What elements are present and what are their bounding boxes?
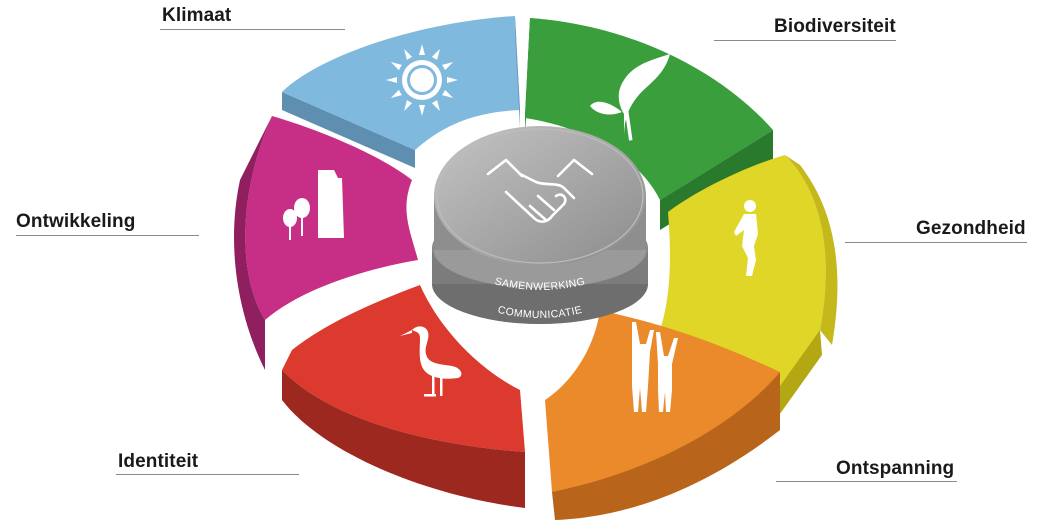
label-klimaat: Klimaat: [162, 5, 232, 26]
segment-identiteit: [282, 285, 525, 508]
rule-ontwikkeling: [16, 235, 199, 236]
rule-biodiversiteit: [714, 40, 896, 41]
label-identiteit: Identiteit: [118, 451, 199, 472]
label-biodiversiteit: Biodiversiteit: [774, 16, 896, 37]
samenwerking-label: SAMENWERKING: [494, 275, 587, 293]
sun-icon: [386, 44, 458, 116]
label-ontspanning: Ontspanning: [836, 458, 955, 479]
segment-klimaat: [282, 16, 520, 168]
leaf-icon: [590, 54, 670, 141]
label-ontwikkeling: Ontwikkeling: [16, 211, 136, 232]
segment-ontspanning: [545, 310, 780, 520]
rule-klimaat: [160, 29, 345, 30]
rule-gezondheid: [845, 242, 1027, 243]
handshake-icon: [486, 158, 594, 223]
rule-ontspanning: [776, 481, 957, 482]
segment-gezondheid: [660, 155, 838, 425]
communicatie-label: COMMUNICATIE: [497, 304, 584, 321]
center-disc-stack: [432, 126, 648, 324]
label-gezondheid: Gezondheid: [916, 218, 1026, 239]
stork-icon: [400, 326, 462, 397]
trees-building-icon: [283, 170, 344, 240]
rule-identiteit: [116, 474, 299, 475]
segment-ontwikkeling: [234, 116, 418, 370]
runner-icon: [734, 200, 758, 276]
children-icon: [632, 322, 678, 412]
